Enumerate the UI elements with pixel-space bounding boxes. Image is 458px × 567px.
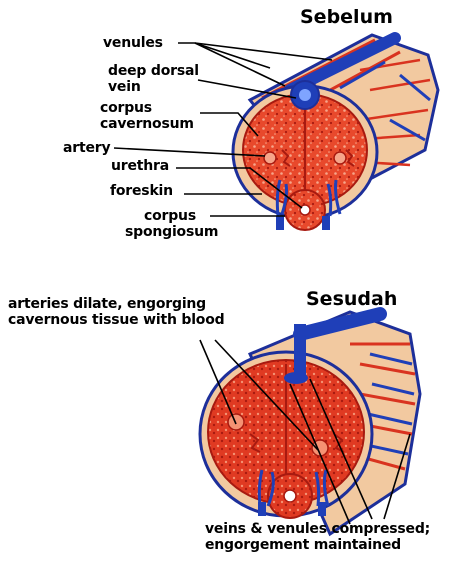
leader-urethra xyxy=(176,167,303,209)
cross-section-before xyxy=(231,80,379,231)
leader-veins-3 xyxy=(383,433,411,520)
label-deep-dorsal-vein: deep dorsal vein xyxy=(108,63,199,95)
title-after: Sesudah xyxy=(306,288,398,310)
label-urethra: urethra xyxy=(111,158,169,174)
leader-vein xyxy=(197,79,297,99)
leader-arteries-1 xyxy=(199,339,237,425)
label-veins-compressed: veins & venules compressed; engorgement … xyxy=(205,521,431,553)
label-artery: artery xyxy=(63,140,111,156)
leader-veins-1 xyxy=(289,383,351,525)
label-corpus-spongiosum: corpus spongiosum xyxy=(125,208,219,240)
leaders-after xyxy=(199,339,411,525)
label-venules: venules xyxy=(103,35,163,51)
leader-artery xyxy=(113,147,266,157)
title-before: Sebelum xyxy=(300,6,393,28)
leader-venules-3 xyxy=(194,42,286,87)
label-corpus-cavernosum: corpus cavernosum xyxy=(100,100,194,132)
leaders-before xyxy=(113,42,333,217)
after-illustration xyxy=(198,307,422,537)
after-panel: Sesudah arteries dilate, engorging caver… xyxy=(0,284,458,567)
leader-venules-2 xyxy=(194,42,333,61)
before-illustration xyxy=(113,32,440,231)
label-foreskin: foreskin xyxy=(110,183,173,199)
leader-veins-2 xyxy=(309,378,373,520)
leader-arteries-2 xyxy=(214,339,319,451)
leader-corpus-cavernosum xyxy=(200,112,259,137)
before-panel: Sebelum venules deep dorsal vein corpus … xyxy=(63,6,440,240)
label-arteries-dilate: arteries dilate, engorging cavernous tis… xyxy=(8,296,225,328)
cross-section-after xyxy=(198,324,374,519)
